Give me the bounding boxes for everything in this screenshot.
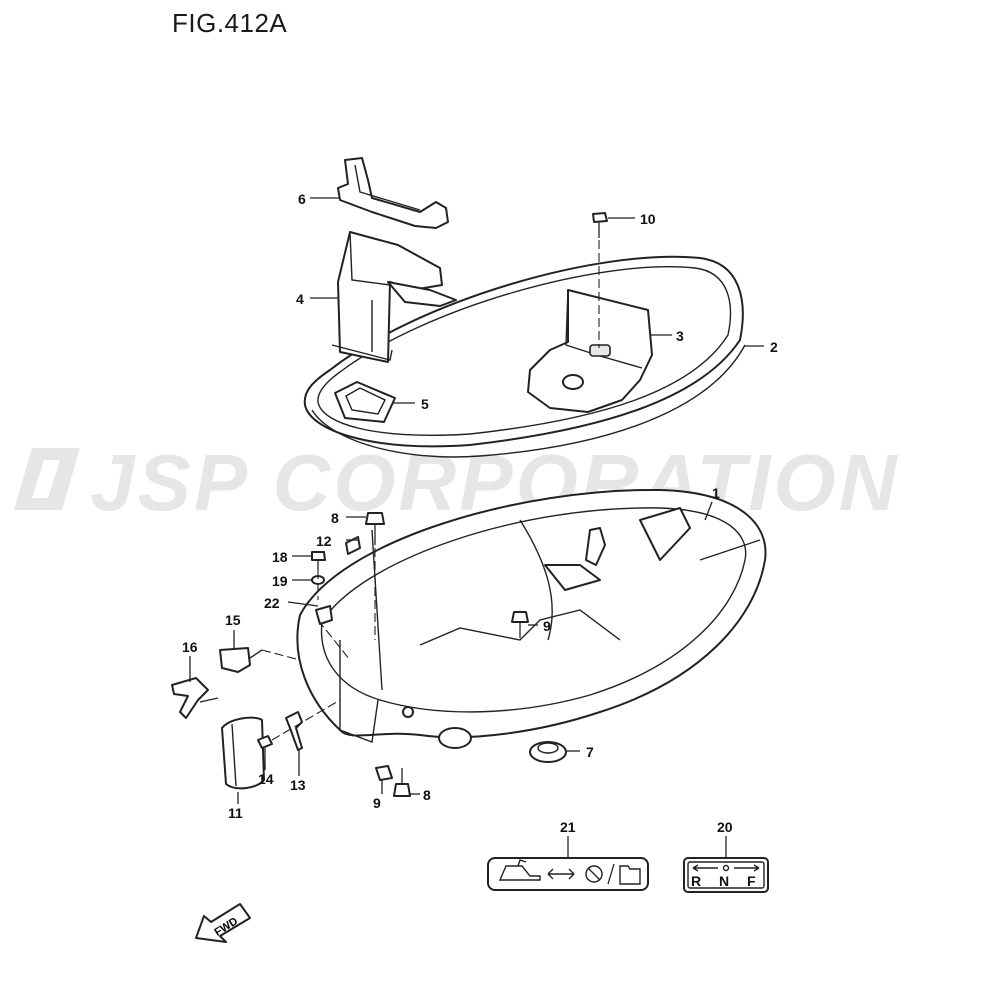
callout-9-upper: 8 <box>331 510 339 526</box>
callout-12: 11 <box>228 805 243 821</box>
watermark: JSP CORPORATION <box>10 437 990 527</box>
callout-8: 8 <box>423 787 431 803</box>
callout-20: 20 <box>717 819 733 835</box>
duct <box>331 231 457 363</box>
bolt-lower <box>393 768 411 797</box>
grommet <box>334 381 396 423</box>
bracket <box>337 157 449 229</box>
caution-label <box>487 857 649 891</box>
callout-1: 1 <box>712 485 720 501</box>
outboard-icon <box>498 859 541 881</box>
shift-letter-n: N <box>719 873 729 889</box>
bolt-inner <box>511 611 529 638</box>
callout-18: 18 <box>272 549 288 565</box>
screw <box>592 212 608 348</box>
callout-5: 5 <box>421 396 429 412</box>
cover-insert <box>527 289 653 413</box>
shift-letter-f: F <box>747 873 756 889</box>
connector <box>219 647 301 673</box>
callout-17: 16 <box>182 639 198 655</box>
leader-lines <box>189 197 764 858</box>
cover-lid <box>221 716 265 790</box>
callout-15: 14 <box>258 771 274 787</box>
callout-9-inner: 9 <box>543 618 551 634</box>
callout-7: 7 <box>586 744 594 760</box>
nut <box>315 605 333 625</box>
manual-icon <box>619 865 641 885</box>
holder <box>171 677 219 719</box>
fwd-arrow-icon: FWD <box>195 903 251 943</box>
figure-title: FIG.412A <box>172 8 288 38</box>
grommet-lower <box>529 741 567 763</box>
no-battery-icon <box>585 863 615 885</box>
callout-16: 15 <box>225 612 241 628</box>
callout-2: 2 <box>770 339 778 355</box>
callout-19: 19 <box>272 573 288 589</box>
seal-ring <box>303 255 746 458</box>
callout-14: 13 <box>290 777 306 793</box>
callout-21: 21 <box>560 819 576 835</box>
shift-label: R N F <box>683 857 769 893</box>
callout-6: 6 <box>298 191 306 207</box>
screw-small <box>257 735 273 749</box>
jsp-logo-icon <box>14 448 80 510</box>
plate <box>345 536 361 555</box>
callout-22: 22 <box>264 595 280 611</box>
callout-11: 10 <box>640 211 656 227</box>
callout-10: 9 <box>373 795 381 811</box>
bolt-upper <box>365 512 385 640</box>
cap <box>375 765 393 781</box>
swap-arrow-icon <box>547 868 575 880</box>
shift-arrows-icon <box>692 864 760 872</box>
lower-cover <box>296 488 767 749</box>
clip <box>285 711 303 751</box>
callout-13: 12 <box>316 533 332 549</box>
shift-letter-r: R <box>691 873 701 889</box>
callout-4: 4 <box>296 291 304 307</box>
callout-labels: 6 4 10 3 2 5 1 8 12 18 19 22 15 16 9 7 8… <box>182 191 778 835</box>
callout-3: 3 <box>676 328 684 344</box>
bolt-small <box>311 551 326 570</box>
